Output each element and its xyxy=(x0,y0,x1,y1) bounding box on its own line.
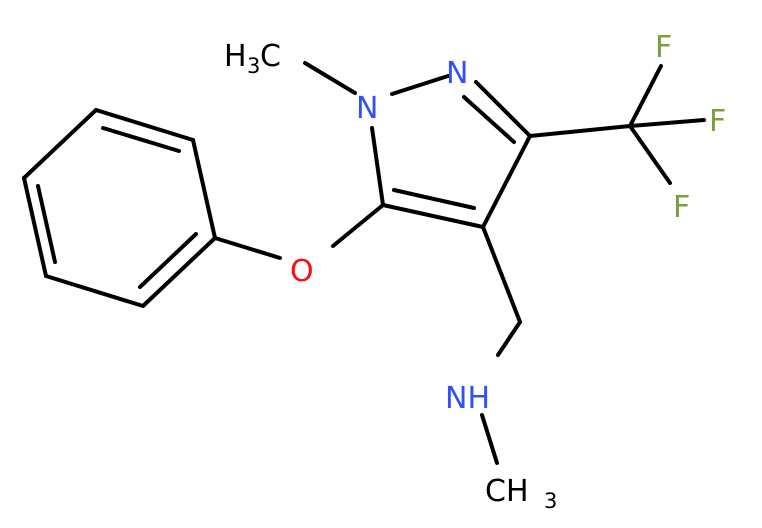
bond-n1-methyl xyxy=(303,61,357,95)
bond-n2-c3-double xyxy=(462,95,516,144)
bond xyxy=(22,108,98,180)
atom-f3-label: F xyxy=(673,190,690,225)
bond xyxy=(141,236,217,308)
methyl-top-sub: 3 xyxy=(247,54,260,78)
bond xyxy=(36,184,57,264)
bond-c4-c5 xyxy=(381,203,485,229)
bond-cf3-f2 xyxy=(628,118,706,128)
bond-c3-c4 xyxy=(481,134,532,229)
bond-cf3-f3 xyxy=(628,124,672,185)
phenyl-ring xyxy=(22,108,217,308)
methyl-top-c: C xyxy=(260,39,281,74)
atom-f2-label: F xyxy=(709,104,726,139)
bond-c4-c5-double xyxy=(392,188,476,210)
atom-o-label: O xyxy=(290,254,314,289)
bond-c3-cf3 xyxy=(528,124,632,138)
bond xyxy=(101,126,181,153)
bond xyxy=(44,274,145,308)
bond xyxy=(94,108,195,142)
methyl-top-h: H xyxy=(224,39,247,74)
bond-o-c5 xyxy=(331,203,385,248)
bond-nh-ch3 xyxy=(480,413,499,465)
bond-n1-n2 xyxy=(390,74,450,96)
atom-f1-label: F xyxy=(655,30,672,65)
bond-c5-n1 xyxy=(370,126,385,207)
atom-n2-label: N xyxy=(446,56,468,91)
bond xyxy=(191,138,217,240)
methyl-bottom-sub: 3 xyxy=(544,489,557,513)
bond-n2-c3 xyxy=(474,80,532,138)
bond xyxy=(22,176,48,278)
pyrazole-ring xyxy=(370,74,532,229)
bond-cf3-f1 xyxy=(628,64,663,128)
bond-ch2-nh xyxy=(496,320,522,357)
bond-c4-ch2 xyxy=(481,225,522,324)
atom-n1-label: N xyxy=(356,91,378,126)
methyl-bottom-ch: CH xyxy=(485,474,529,509)
bond xyxy=(138,232,198,289)
bond-phenyl-o xyxy=(213,236,282,260)
atom-nh-label: NH xyxy=(445,381,490,416)
